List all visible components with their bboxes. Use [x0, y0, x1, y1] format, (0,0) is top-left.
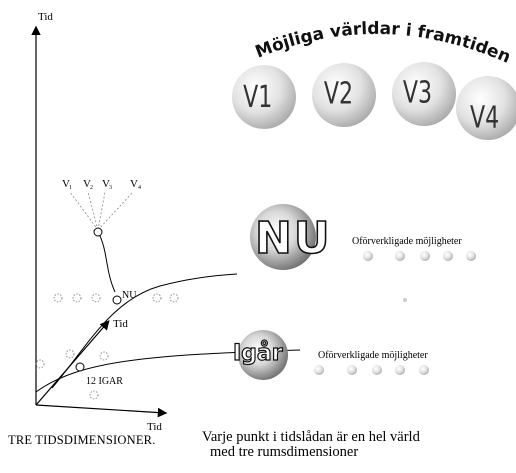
faint-mark [403, 298, 407, 302]
branch-labels: V 1 V 2 V 3 V 4 [62, 178, 141, 191]
igar-sphere [238, 330, 288, 380]
unrealized-dots-left [35, 293, 179, 400]
nu-word: NU [255, 213, 332, 264]
world-spheres: V1 V2 V3 V4 [232, 62, 516, 140]
branch-label-v1: V [62, 178, 70, 190]
nu-curve [51, 273, 238, 389]
world-label-v4: V4 [470, 101, 499, 135]
caption-right-line1: Varje punkt i tidslådan är en hel värld [202, 429, 420, 445]
caption-right-line2: med tre rumsdimensioner [210, 444, 359, 460]
branch-label-v2: V [83, 178, 91, 190]
nu-possibility-spheres [363, 251, 476, 261]
x-axis [35, 404, 168, 418]
future-branch-stem [97, 231, 116, 293]
igar-possibilities-text: Oförverkligade möjligheter [318, 350, 428, 361]
igar-point-label: 12 IGAR [86, 376, 123, 387]
nu-sphere [250, 204, 316, 270]
nu-point-label: NU [122, 290, 137, 301]
world-label-v2: V2 [324, 77, 353, 111]
caption-left: TRE TIDSDIMENSIONER. [8, 433, 156, 447]
igar-word: Igår [233, 340, 283, 366]
nu-block: NU Oförverkligade möjligheter [250, 204, 476, 270]
branch-sub-4: 4 [138, 185, 141, 191]
worlds-title: Möjliga världar i framtiden [253, 19, 514, 68]
y-axis-label: Tid [38, 11, 53, 23]
nu-point [112, 295, 122, 305]
igar-point [75, 362, 85, 372]
diagonal-axis-label: Tid [113, 318, 128, 330]
branch-sub-2: 2 [90, 185, 93, 191]
igar-possibility-spheres [314, 365, 429, 375]
branch-sub-1: 1 [69, 185, 72, 191]
world-sphere-v3 [392, 62, 456, 126]
x-axis-label: Tid [147, 421, 162, 433]
possibility-dashes [69, 191, 134, 231]
nu-possibilities-text: Oförverkligade möjligheter [352, 236, 462, 247]
branch-label-v4: V [130, 178, 138, 190]
world-label-v3: V3 [403, 76, 432, 110]
future-point [93, 227, 103, 237]
igar-block: Igår Oförverkligade möjligheter [232, 330, 429, 380]
world-sphere-v1 [232, 65, 296, 129]
branch-label-v3: V [102, 178, 110, 190]
world-sphere-v4 [456, 76, 516, 140]
caption-right: Varje punkt i tidslådan är en hel värld … [202, 430, 502, 460]
world-label-v1: V1 [243, 81, 272, 115]
world-sphere-v2 [312, 63, 376, 127]
branch-sub-3: 3 [109, 185, 112, 191]
